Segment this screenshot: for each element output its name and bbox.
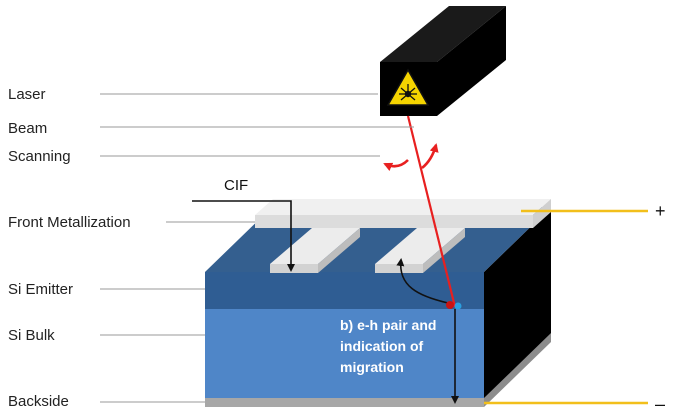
cif-label: CIF xyxy=(224,177,248,194)
annotation-line-2: indication of xyxy=(340,338,424,354)
electron-dot xyxy=(454,302,462,310)
label-backside: Backside xyxy=(8,393,69,410)
si-bulk-layer xyxy=(205,309,484,398)
cif-leader xyxy=(192,200,295,272)
label-si-bulk: Si Bulk xyxy=(8,327,55,344)
laser-top-face xyxy=(380,6,506,62)
busbar-side xyxy=(533,199,551,228)
finger-2-side xyxy=(423,228,465,273)
finger-2-front xyxy=(375,264,423,273)
finger-1-top xyxy=(270,228,360,264)
hole-migration-arrow xyxy=(396,258,449,304)
laser-beam xyxy=(406,115,457,308)
laser-head xyxy=(380,6,506,116)
annotation-line-3: migration xyxy=(340,359,404,375)
label-beam: Beam xyxy=(8,120,47,137)
laser-side-face xyxy=(437,6,506,116)
scan-arrow-left xyxy=(383,159,409,172)
annotation-line-1: b) e-h pair and xyxy=(340,317,436,333)
layer-labels: Laser Beam Scanning Front Metallization … xyxy=(8,86,414,410)
si-emitter-layer xyxy=(205,272,484,309)
finger-1-front xyxy=(270,264,318,273)
front-metallization xyxy=(255,199,551,273)
laser-warning-icon xyxy=(386,68,430,106)
label-scanning: Scanning xyxy=(8,148,71,165)
backside-side xyxy=(484,333,551,407)
minus-terminal: – xyxy=(655,394,665,414)
busbar-front xyxy=(255,215,533,228)
backside-layer xyxy=(205,398,484,407)
finger-2-top xyxy=(375,228,465,264)
solar-cell-block xyxy=(205,207,551,407)
scan-arrow-right xyxy=(421,143,439,170)
finger-1-side xyxy=(318,228,360,273)
busbar-top xyxy=(255,199,551,215)
label-laser: Laser xyxy=(8,86,46,103)
plus-terminal: + xyxy=(655,201,666,221)
hole-dot xyxy=(446,301,454,309)
label-front-metallization: Front Metallization xyxy=(8,214,131,231)
label-si-emitter: Si Emitter xyxy=(8,281,73,298)
